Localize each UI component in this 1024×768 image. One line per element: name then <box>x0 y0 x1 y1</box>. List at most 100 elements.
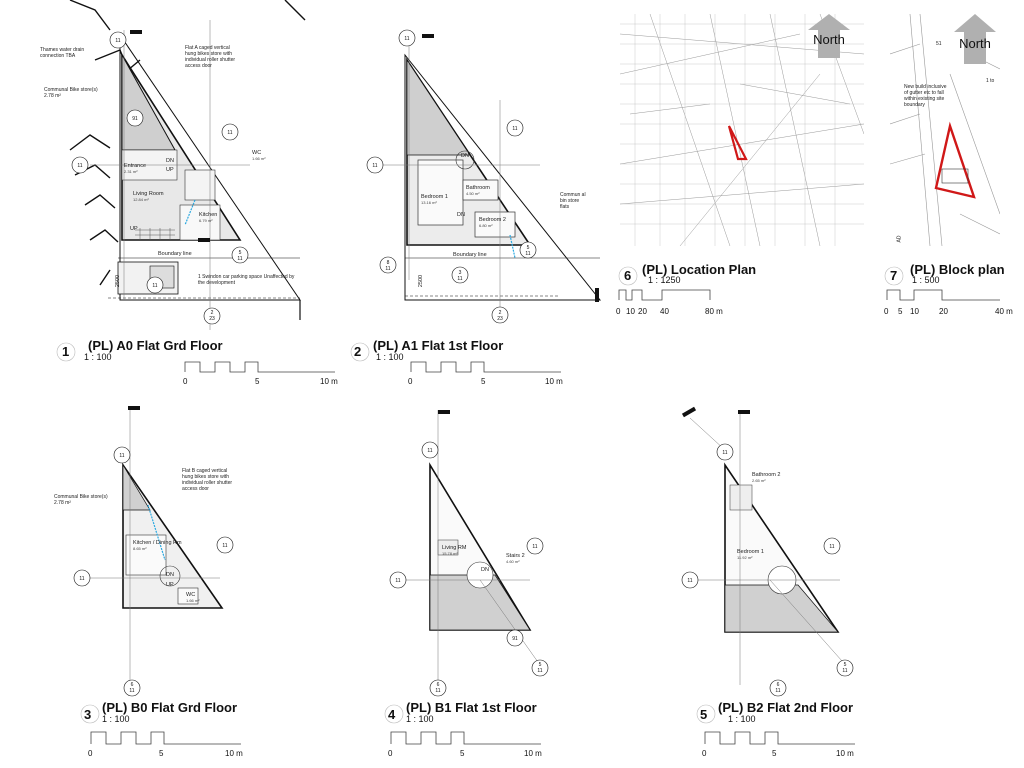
kitchen-dining-name: Kitchen / Dining Rm <box>133 540 182 546</box>
svg-text:91: 91 <box>132 116 138 122</box>
svg-text:2: 2 <box>211 310 214 316</box>
svg-text:11: 11 <box>427 448 432 454</box>
view-name-7: (PL) Block plan <box>910 262 1005 277</box>
bedroom1-b2-label: Bedroom 1 11.92 m² <box>737 549 764 560</box>
scale-4-tick-10: 10 m <box>524 749 542 758</box>
wc-name-b0: WC <box>186 592 196 598</box>
kitchen-dining-area: 8.65 m² <box>133 546 147 551</box>
living-rm-label: Living RM 15.78 m² <box>442 545 466 556</box>
entrance-label: Entrance 2.31 m² <box>124 163 146 174</box>
svg-text:11: 11 <box>152 283 157 289</box>
boundary-label: Boundary line <box>158 251 192 257</box>
svg-text:11: 11 <box>395 578 400 584</box>
svg-text:11: 11 <box>435 688 440 694</box>
bathroom-label: Bathroom 4.50 m² <box>466 185 490 196</box>
north-label-2: North <box>959 36 991 51</box>
bathroom2-label: Bathroom 2 2.65 m² <box>752 472 780 483</box>
view-number-circle-2 <box>350 342 370 362</box>
stairs-area: 4.60 m² <box>506 559 520 564</box>
view-number-6: 6 <box>624 268 632 283</box>
location-map-lines <box>620 14 864 246</box>
svg-text:5: 5 <box>844 662 847 668</box>
view-number-circle-7 <box>884 266 904 286</box>
svg-text:11: 11 <box>115 38 120 44</box>
flat-a-store-note: Flat A caged vertical hung bikes store w… <box>185 45 236 69</box>
svg-text:11: 11 <box>537 668 542 674</box>
scale-bar-7 <box>886 289 1000 301</box>
svg-text:11: 11 <box>829 544 834 550</box>
scale-2-tick-10: 10 m <box>545 377 563 386</box>
bike-store-area-b0: 2.78 m² <box>54 500 71 506</box>
svg-text:11: 11 <box>385 266 390 272</box>
bathroom2-area: 2.65 m² <box>752 478 766 483</box>
svg-text:5: 5 <box>527 245 530 251</box>
scale-bar-3 <box>90 731 241 745</box>
scale-6-tick-0: 0 <box>616 307 621 316</box>
scale-1-tick-0: 0 <box>183 377 188 386</box>
svg-text:23: 23 <box>497 316 503 322</box>
bin-store-note: Commun al bin store flats <box>560 192 586 210</box>
north-label: North <box>813 32 845 47</box>
wc-area-b0: 1.66 m² <box>186 598 200 603</box>
dim-2500-a1: 2500 <box>418 274 425 288</box>
svg-text:11: 11 <box>227 130 232 136</box>
bedroom1-label: Bedroom 1 13.16 m² <box>421 194 448 205</box>
svg-text:6: 6 <box>131 682 134 688</box>
living-room-label: Living Room 12.84 m² <box>133 191 164 202</box>
scale-3-tick-0: 0 <box>88 749 93 758</box>
view-number-circle-6 <box>618 266 638 286</box>
bike-store-note: Communal Bike store(s) 2.78 m² <box>44 87 104 99</box>
view-scale-1: 1 : 100 <box>84 352 112 362</box>
view-name-6: (PL) Location Plan <box>642 262 757 277</box>
bike-store-area: 2.78 m² <box>44 93 61 99</box>
view-scale-5: 1 : 100 <box>728 714 756 724</box>
bathroom-area: 4.50 m² <box>466 191 480 196</box>
dim-2500: 2500 <box>115 274 122 288</box>
scale-bar-1 <box>184 361 335 373</box>
bedroom2-name: Bedroom 2 <box>479 217 506 223</box>
kitchen-dining-label: Kitchen / Dining Rm 8.65 m² <box>133 540 182 551</box>
svg-text:11: 11 <box>119 453 124 459</box>
wc-label-b0: WC 1.66 m² <box>186 592 200 603</box>
up-label: UP <box>166 167 174 173</box>
scale-bar-6 <box>618 289 711 301</box>
view-number-circle-4 <box>384 704 404 724</box>
scale-5-tick-5: 5 <box>772 749 777 758</box>
view-number-circle-3 <box>80 704 100 724</box>
svg-text:23: 23 <box>209 316 215 322</box>
view-number-5: 5 <box>700 707 708 722</box>
entrance-area: 2.31 m² <box>124 169 138 174</box>
view-number-7: 7 <box>890 268 898 283</box>
north-arrow-block: North <box>952 14 998 64</box>
bedroom2-area: 6.80 m² <box>479 223 493 228</box>
view-scale-7: 1 : 500 <box>912 275 940 285</box>
scale-6-tick-40: 40 <box>660 307 669 316</box>
svg-text:11: 11 <box>457 276 462 282</box>
svg-text:11: 11 <box>775 688 780 694</box>
view-name-2: (PL) A1 Flat 1st Floor <box>373 338 504 353</box>
scale-bar-2 <box>410 361 561 373</box>
svg-text:11: 11 <box>404 36 409 42</box>
north-arrow-icon-2 <box>954 14 996 64</box>
thames-water-note: Thames water drain connection TBA <box>40 47 85 59</box>
svg-text:11: 11 <box>237 256 242 262</box>
bedroom1-b2-name: Bedroom 1 <box>737 549 764 555</box>
parking-note: 1 Swindon car parking space Unaffected b… <box>198 274 295 286</box>
up-label-b0: UP <box>166 582 174 588</box>
bathroom2-name: Bathroom 2 <box>752 472 781 478</box>
view-name-5: (PL) B2 Flat 2nd Floor <box>718 700 854 715</box>
dn-label-b0: DN <box>166 572 174 578</box>
bedroom1-area: 13.16 m² <box>421 200 437 205</box>
scale-6-tick-20: 20 <box>638 307 647 316</box>
view-name-1: (PL) A0 Flat Grd Floor <box>88 338 223 353</box>
view-scale-2: 1 : 100 <box>376 352 404 362</box>
scale-6-tick-80: 80 m <box>705 307 723 316</box>
scale-4-tick-5: 5 <box>460 749 465 758</box>
svg-text:6: 6 <box>777 682 780 688</box>
scale-bar-4 <box>390 731 541 745</box>
scale-1-tick-10: 10 m <box>320 377 338 386</box>
kitchen-label: Kitchen 6.79 m² <box>199 212 217 223</box>
